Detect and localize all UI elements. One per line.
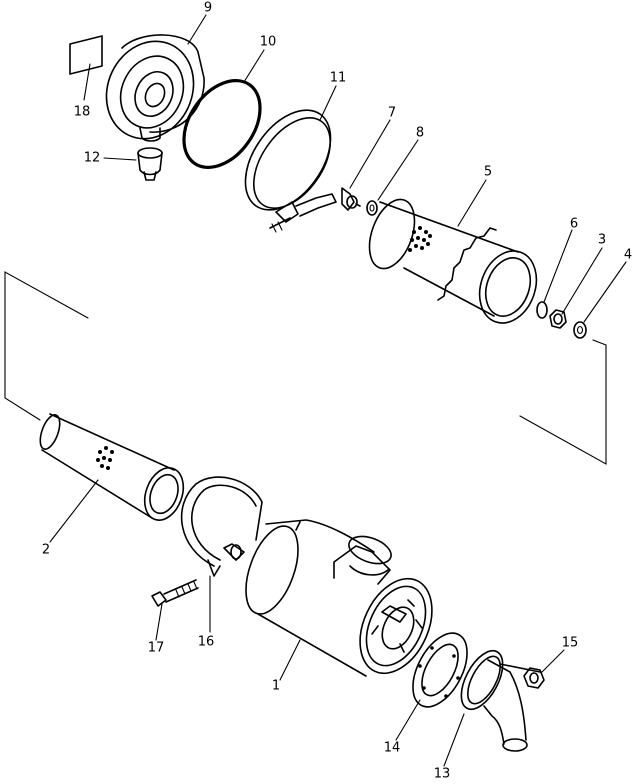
callout-7: 7 — [388, 106, 396, 121]
callout-4: 4 — [624, 248, 632, 263]
callout-17: 17 — [148, 641, 165, 656]
part-11-band-clamp — [244, 109, 337, 233]
part-12-vacuator-valve — [137, 147, 163, 181]
part-14-gasket — [412, 632, 468, 708]
part-9-cover — [105, 34, 205, 142]
callout-2: 2 — [42, 543, 50, 558]
perforation-dots — [408, 226, 432, 252]
leader-lines — [49, 14, 627, 767]
part-17-bolt — [151, 579, 199, 607]
callout-3: 3 — [598, 233, 606, 248]
assembly-guide-lines — [4, 271, 607, 465]
part-1-cleaner-body — [245, 519, 433, 677]
perforation-dots — [96, 446, 114, 470]
callout-18: 18 — [74, 105, 91, 120]
callout-15: 15 — [562, 636, 579, 651]
callout-1: 1 — [272, 679, 280, 694]
callout-16: 16 — [198, 635, 215, 650]
part-5-outer-element — [368, 198, 538, 324]
callout-12: 12 — [84, 151, 101, 166]
callout-14: 14 — [384, 741, 401, 756]
part-10-o-ring — [182, 79, 262, 169]
part-3-nut — [549, 309, 567, 329]
part-16-mounting-band — [180, 476, 263, 577]
part-18-label-plate — [69, 35, 103, 75]
part-6-gasket — [536, 301, 548, 319]
part-2-inner-element — [39, 413, 185, 521]
part-7-wing-nut — [341, 187, 361, 211]
part-4-washer — [573, 321, 587, 339]
callout-10: 10 — [260, 35, 277, 50]
callout-numbers: 9 10 11 7 8 5 6 3 4 18 12 2 16 17 1 14 1… — [42, 1, 632, 782]
callout-11: 11 — [330, 71, 347, 86]
part-15-clamp-nut — [523, 667, 545, 689]
callout-13: 13 — [434, 767, 451, 782]
part-13-outlet-elbow — [460, 649, 541, 752]
callout-5: 5 — [484, 165, 492, 180]
callout-8: 8 — [416, 126, 424, 141]
part-8-washer — [366, 200, 378, 216]
callout-6: 6 — [570, 217, 578, 232]
callout-9: 9 — [204, 1, 212, 16]
